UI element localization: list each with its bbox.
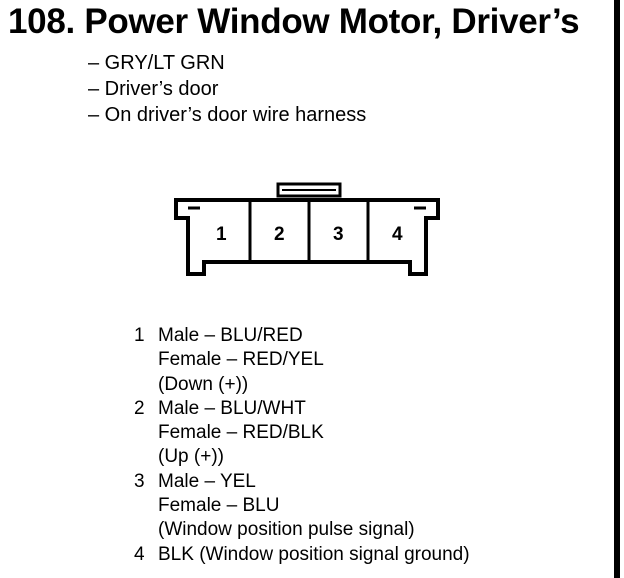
pin-number: 1 [134,325,145,346]
connector-pin-label: 4 [392,224,403,245]
pin-number: 3 [134,470,145,492]
pin-ground-wire: BLK (Window position signal ground) [158,543,470,565]
pin-function: (Window position pulse signal) [158,519,415,541]
connector-pin-label: 3 [333,224,344,245]
pin-female-wire: Female – RED/YEL [158,349,324,371]
pin-male-wire: Male – YEL [158,470,256,492]
pin-female-wire: Female – BLU [158,495,280,517]
page-edge-rule [614,0,620,578]
wire-color-line: – GRY/LT GRN [88,52,225,74]
pin-number: 4 [134,543,145,565]
pin-detail-item: 3 Male – YEL Female – BLU (Window positi… [134,470,470,543]
connector-pin-label: 2 [274,224,285,245]
pin-male-wire: Male – BLU/RED [158,325,303,346]
pin-number: 2 [134,397,145,419]
pin-detail-item: 4 BLK (Window position signal ground) [134,543,470,567]
page-title: 108. Power Window Motor, Driver’s [8,2,580,41]
pin-male-wire: Male – BLU/WHT [158,397,306,419]
connector-description: – GRY/LT GRN – Driver’s door – On driver… [88,50,366,128]
harness-line: – On driver’s door wire harness [88,104,367,126]
connector-pin-label: 1 [216,224,227,245]
pin-detail-item: 2 Male – BLU/WHT Female – RED/BLK (Up (+… [134,397,470,470]
location-line: – Driver’s door [88,78,219,100]
pin-function: (Down (+)) [158,373,249,395]
pin-female-wire: Female – RED/BLK [158,422,324,444]
connector-housing [174,198,440,276]
pin-function: (Up (+)) [158,446,224,468]
connector-lock-tab [276,182,342,198]
pin-detail-list: 1 Male – BLU/RED Female – RED/YEL (Down … [134,324,470,567]
pin-detail-item: 1 Male – BLU/RED Female – RED/YEL (Down … [134,324,470,397]
connector-diagram: 1 2 3 4 [174,182,440,276]
